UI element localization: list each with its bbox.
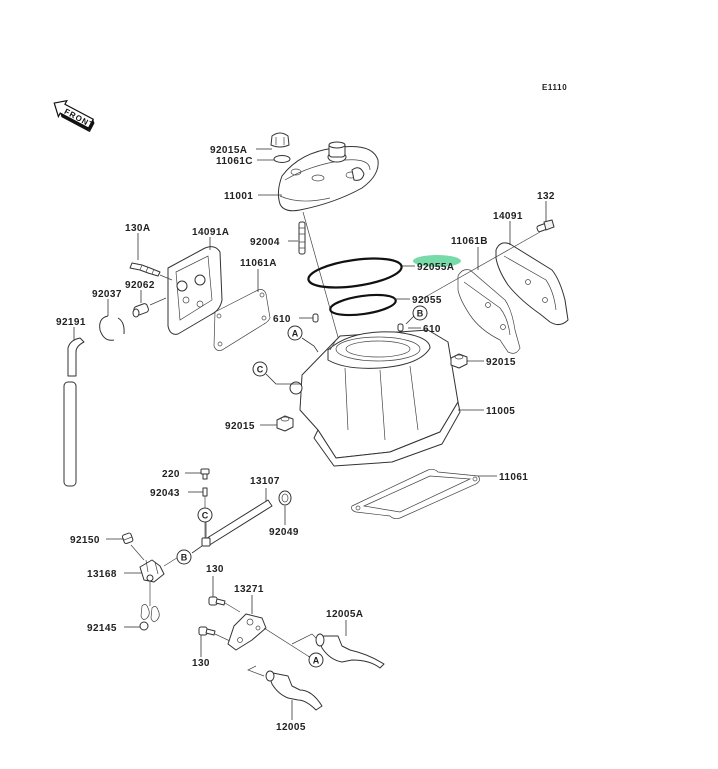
label-11061A[interactable]: 11061A — [240, 258, 277, 269]
label-14091[interactable]: 14091 — [493, 211, 523, 222]
part-92004-stud[interactable] — [298, 221, 306, 255]
part-11061B-gasket[interactable] — [457, 269, 521, 354]
label-92150[interactable]: 92150 — [70, 535, 100, 546]
part-11005-cylinder[interactable] — [289, 329, 461, 467]
part-13168-lever[interactable] — [139, 559, 165, 583]
label-92049[interactable]: 92049 — [269, 527, 299, 538]
label-92015[interactable]: 92015 — [486, 357, 516, 368]
svg-text:B: B — [181, 553, 188, 563]
label-92043[interactable]: 92043 — [150, 488, 180, 499]
part-130-bolt[interactable] — [198, 626, 216, 636]
svg-text:A: A — [313, 656, 320, 666]
label-11005[interactable]: 11005 — [486, 406, 515, 417]
label-92015A[interactable]: 92015A — [210, 145, 247, 156]
callout-C[interactable]: C — [197, 507, 213, 523]
part-610-dowel[interactable] — [312, 313, 319, 323]
part-12005A-exhaust-valve[interactable] — [291, 633, 385, 669]
part-12005-exhaust-valve[interactable] — [247, 665, 323, 711]
label-130[interactable]: 130 — [206, 564, 224, 575]
label-11061[interactable]: 11061 — [499, 472, 528, 483]
label-13107[interactable]: 13107 — [250, 476, 280, 487]
label-11001[interactable]: 11001 — [224, 191, 253, 202]
label-610[interactable]: 610 — [423, 324, 441, 335]
label-220[interactable]: 220 — [162, 469, 180, 480]
callout-B[interactable]: B — [412, 305, 428, 321]
label-14091A[interactable]: 14091A — [192, 227, 229, 238]
part-11061C-washer[interactable] — [273, 155, 291, 163]
part-92049-oil-seal[interactable] — [278, 490, 292, 506]
part-11061-base-gasket[interactable] — [351, 468, 480, 520]
label-11061C[interactable]: 11061C — [216, 156, 253, 167]
label-92037[interactable]: 92037 — [92, 289, 122, 300]
part-92055-o-ring[interactable] — [329, 291, 397, 318]
diagram-code: E1110 — [542, 83, 567, 92]
label-13271[interactable]: 13271 — [234, 584, 264, 595]
part-92150-bolt[interactable] — [121, 532, 134, 545]
part-132-bolt[interactable] — [536, 219, 555, 233]
label-92055A[interactable]: 92055A — [417, 262, 454, 273]
label-130[interactable]: 130 — [192, 658, 210, 669]
label-132[interactable]: 132 — [537, 191, 555, 202]
label-13168[interactable]: 13168 — [87, 569, 117, 580]
label-92015[interactable]: 92015 — [225, 421, 255, 432]
label-130A[interactable]: 130A — [125, 223, 151, 234]
label-12005A[interactable]: 12005A — [326, 609, 363, 620]
part-92015A-cap-nut[interactable] — [270, 132, 290, 148]
svg-text:B: B — [417, 309, 424, 319]
label-92191[interactable]: 92191 — [56, 317, 86, 328]
callout-C[interactable]: C — [252, 361, 268, 377]
callout-A[interactable]: A — [287, 325, 303, 341]
selected-part-highlight — [413, 255, 461, 267]
leader-lines — [73, 148, 547, 720]
front-arrow-icon: FRONT — [53, 99, 96, 133]
part-220-screw[interactable] — [200, 468, 210, 480]
label-11061B[interactable]: 11061B — [451, 236, 488, 247]
part-92037-clamp[interactable] — [99, 315, 125, 341]
part-11001-cylinder-head[interactable] — [277, 141, 379, 212]
label-92055[interactable]: 92055 — [412, 295, 442, 306]
part-92015-nut[interactable] — [276, 415, 294, 432]
part-11061A-gasket[interactable] — [213, 289, 271, 351]
part-130-bolt[interactable] — [208, 596, 226, 606]
part-14091A-side-cover[interactable] — [167, 246, 223, 335]
part-92062-nozzle[interactable] — [132, 303, 149, 318]
label-610[interactable]: 610 — [273, 314, 291, 325]
part-92043-pin[interactable] — [202, 487, 208, 497]
label-12005[interactable]: 12005 — [276, 722, 306, 733]
part-92015-nut[interactable] — [450, 353, 468, 369]
label-92145[interactable]: 92145 — [87, 623, 117, 634]
part-13107-shaft[interactable] — [201, 499, 273, 547]
part-92145-spring[interactable] — [139, 604, 160, 631]
part-13271-bracket[interactable] — [227, 613, 267, 651]
label-92004[interactable]: 92004 — [250, 237, 280, 248]
callout-B[interactable]: B — [176, 549, 192, 565]
part-130A-bolt[interactable] — [129, 262, 161, 277]
svg-text:A: A — [292, 329, 299, 339]
part-14091-side-cover[interactable] — [495, 242, 569, 326]
part-610-dowel[interactable] — [397, 323, 404, 332]
part-92191-hose[interactable] — [63, 337, 85, 487]
svg-text:C: C — [202, 511, 209, 521]
svg-text:C: C — [257, 365, 264, 375]
label-92062[interactable]: 92062 — [125, 280, 155, 291]
callout-A[interactable]: A — [308, 652, 324, 668]
part-92055A-o-ring[interactable] — [307, 254, 404, 293]
